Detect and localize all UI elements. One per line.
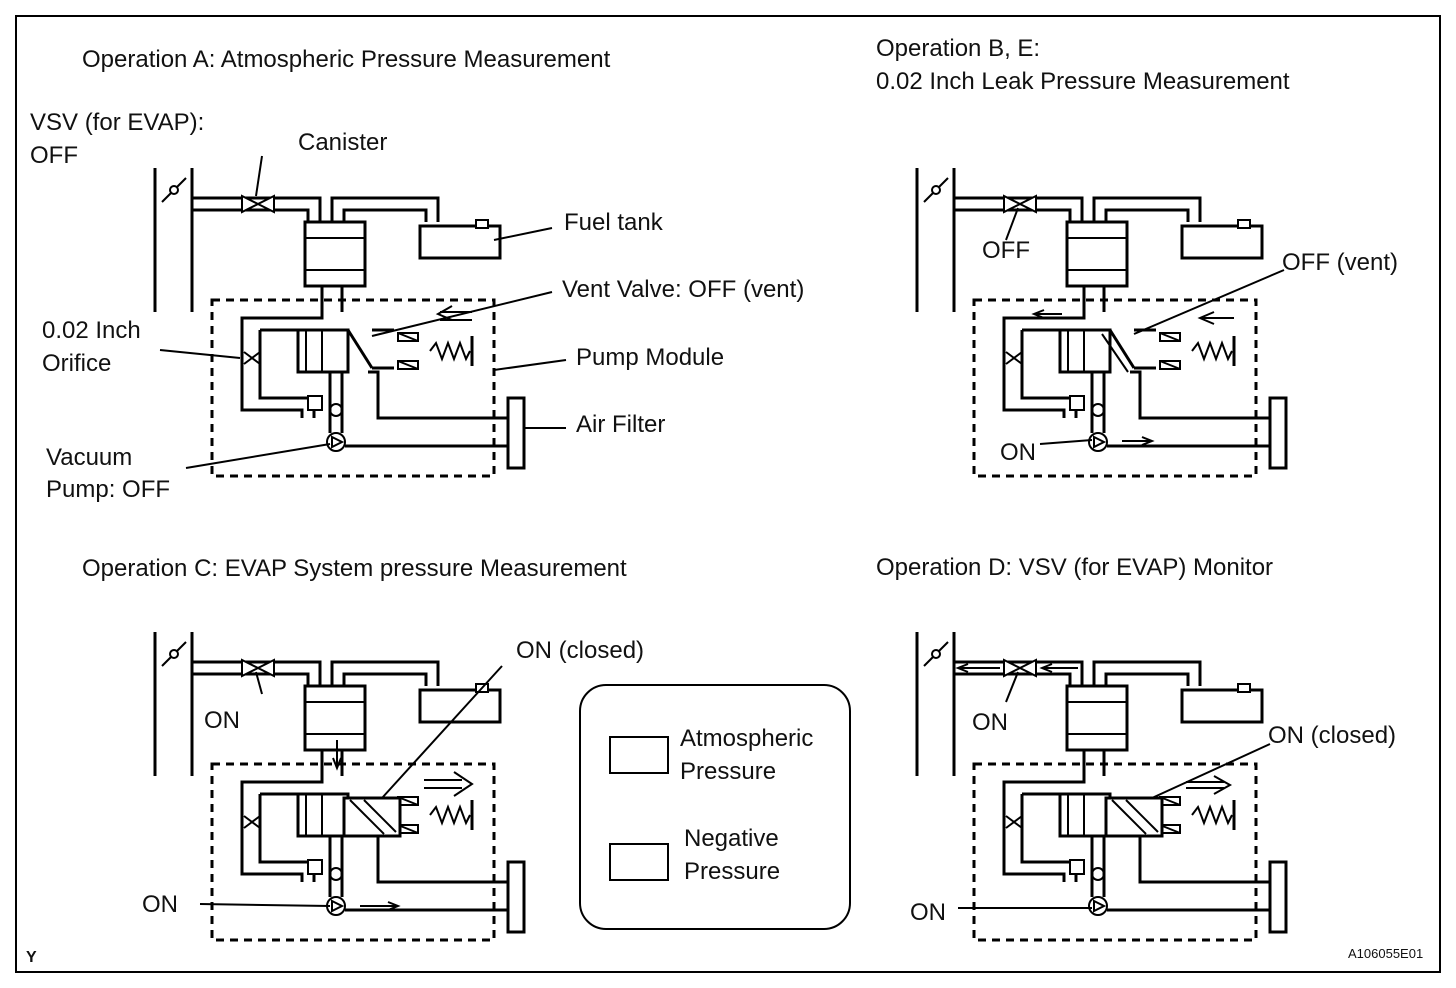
flow-arrow	[360, 901, 401, 911]
panel-a: Operation A: Atmospheric Pressure Measur…	[30, 46, 804, 503]
vent-valve-d	[1104, 796, 1164, 838]
panel-c-vent-state: ON (closed)	[516, 637, 644, 664]
panel-b-title-line2: 0.02 Inch Leak Pressure Measurement	[876, 68, 1290, 95]
panel-d-pump-state: ON	[910, 899, 946, 926]
panel-d-schematic	[915, 630, 1288, 942]
panel-c-vsv-state: ON	[204, 707, 240, 734]
legend-negative-line1: Negative	[684, 825, 779, 852]
vent-valve-b	[1108, 329, 1136, 369]
fuel-tank-label: Fuel tank	[564, 209, 664, 236]
panel-b	[915, 166, 1288, 478]
figure-frame	[15, 15, 1441, 973]
flow-arrow	[1186, 775, 1233, 795]
pump-module-label: Pump Module	[576, 344, 724, 371]
orifice-label-line1: 0.02 Inch	[42, 317, 141, 344]
vacuum-pump-label-line1: Vacuum	[46, 444, 132, 471]
air-filter-label: Air Filter	[576, 411, 665, 438]
orifice-label-line2: Orifice	[42, 350, 111, 377]
vent-valve-label: Vent Valve: OFF (vent)	[562, 276, 804, 303]
flow-arrow	[424, 771, 474, 797]
flow-arrow	[1031, 309, 1062, 319]
vsv-label-line1: VSV (for EVAP):	[30, 109, 204, 136]
panel-a-schematic	[153, 166, 526, 478]
panel-b-title-line1: Operation B, E:	[876, 35, 1040, 62]
panel-a-title: Operation A: Atmospheric Pressure Measur…	[82, 46, 611, 73]
legend-atmospheric-line2: Pressure	[680, 758, 776, 785]
flow-arrow	[1197, 311, 1234, 325]
legend-box	[579, 684, 851, 930]
panel-d-vsv-state: ON	[972, 709, 1008, 736]
vacuum-pump-label-line2: Pump: OFF	[46, 476, 170, 503]
legend-swatch-negative	[609, 843, 669, 881]
canister-label: Canister	[298, 129, 387, 156]
panel-b-vent-state: OFF (vent)	[1282, 249, 1398, 276]
flow-arrow	[1122, 436, 1155, 446]
legend-swatch-atmospheric	[609, 736, 669, 774]
panel-c-pump-state: ON	[142, 891, 178, 918]
vent-valve-a	[346, 329, 374, 369]
panel-b-schematic	[915, 166, 1288, 478]
legend-atmospheric-line1: Atmospheric	[680, 725, 813, 752]
vsv-label-line2: OFF	[30, 142, 78, 169]
panel-d	[915, 630, 1288, 942]
flow-arrow	[955, 663, 1000, 673]
corner-mark: Y	[26, 949, 37, 966]
panel-d-vent-state: ON (closed)	[1268, 722, 1396, 749]
figure-id: A106055E01	[1348, 946, 1423, 961]
panel-b-vsv-state: OFF	[982, 237, 1030, 264]
flow-arrow	[1039, 663, 1078, 673]
panel-c	[153, 630, 526, 942]
flow-arrow	[332, 740, 342, 771]
panel-b-pump-state: ON	[1000, 439, 1036, 466]
panel-c-title: Operation C: EVAP System pressure Measur…	[82, 555, 627, 582]
legend: Atmospheric Pressure Negative Pressure	[579, 684, 851, 930]
panel-d-title: Operation D: VSV (for EVAP) Monitor	[876, 554, 1273, 581]
legend-negative-line2: Pressure	[684, 858, 780, 885]
